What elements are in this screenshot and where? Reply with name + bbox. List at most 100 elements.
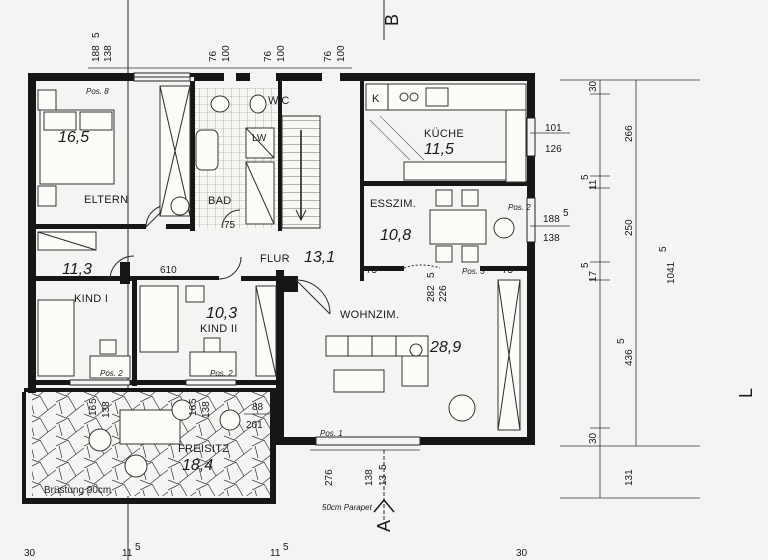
kind1-name: KIND I [74, 293, 108, 305]
pos-mark: Pos. 3 [462, 267, 485, 276]
dim-text: 188 [91, 45, 102, 62]
dim-text: 126 [545, 144, 562, 155]
dim-text: 138 [364, 469, 375, 486]
dim-text: 266 [624, 125, 635, 142]
dim-text: 5 [88, 398, 99, 404]
pos-mark: Pos. 2 [100, 369, 123, 378]
dim-text: 436 [624, 349, 635, 366]
dim-text: 5 [580, 262, 591, 268]
dim-text: 250 [624, 219, 635, 236]
section-markers: B A L [373, 14, 756, 532]
section-b-label: B [382, 14, 402, 26]
dim-text: 75 [502, 265, 514, 276]
dim-text: 138 [543, 233, 560, 244]
interior-dimensions: 101 126 188 5 138 282 5 226 610 75 75 75… [88, 123, 570, 431]
section-l-label: L [736, 388, 756, 398]
pos-mark: Pos. 8 [86, 87, 109, 96]
pos-mark: Pos. 2 [508, 203, 531, 212]
dim-text: 138 [101, 401, 112, 418]
dim-text: 100 [276, 45, 287, 62]
dim-text: 282 [426, 285, 437, 302]
total-dim: 1041 [666, 261, 677, 284]
dim-text: 11 [270, 548, 281, 559]
dim-text: 226 [438, 285, 449, 302]
dim-text: 11 [122, 548, 133, 559]
dim-text: 610 [160, 265, 177, 276]
terrace-furniture [88, 399, 241, 478]
eltern-name: ELTERN [84, 194, 128, 206]
dim-text: 17 [588, 270, 599, 282]
dim-text: 5 [91, 32, 102, 38]
esszim-name: ESSZIM. [370, 198, 416, 210]
top-dimensions: 188 5 138 76 100 76 100 76 100 [88, 32, 352, 69]
staircase [281, 115, 321, 229]
dim-text: 138 [103, 45, 114, 62]
dim-text: 276 [324, 469, 335, 486]
freisitz-area: 18,4 [182, 457, 213, 474]
interior-walls [36, 81, 527, 386]
dim-text: 75 [122, 272, 133, 284]
bad-name: BAD [208, 195, 232, 207]
dim-text: 5 [426, 272, 437, 278]
dim-text: 76 [323, 50, 334, 62]
eltern-furniture [37, 85, 191, 217]
dim-text: 5 [283, 542, 289, 553]
freisitz-name: FREISITZ [178, 443, 229, 455]
flur-name: FLUR [260, 253, 290, 265]
esszim-area: 10,8 [380, 227, 411, 244]
kind2-area: 10,3 [206, 305, 237, 322]
room-labels: 16,5 ELTERN BAD W.C LW K KÜCHE 11,5 ESSZ… [44, 93, 464, 512]
dim-text: 131 [624, 469, 635, 486]
pos-mark: Pos. 2 [210, 369, 233, 378]
dim-text: 30 [24, 548, 36, 559]
parapet-note: 50cm Parapet [322, 503, 373, 512]
wohnzim-area: 28,9 [429, 339, 461, 356]
wc-name: W.C [268, 95, 290, 107]
dim-text: 201 [246, 420, 263, 431]
kitchen-fixtures [365, 83, 527, 183]
dim-text: 13 [378, 474, 389, 486]
dim-text: 88 [252, 402, 264, 413]
right-dimensions: 30 266 11 5 250 17 5 436 5 30 131 1041 5 [560, 79, 700, 499]
dim-text: 16 [188, 404, 199, 416]
bath-fixtures [195, 94, 275, 225]
dim-text: 5 [378, 464, 389, 470]
dim-text: 100 [336, 45, 347, 62]
wohnzim-name: WOHNZIM. [340, 309, 399, 321]
bottom-dimensions: 276 138 13 5 30 11 5 11 5 30 [24, 449, 528, 559]
position-marks: Pos. 8 Pos. 2 Pos. 3 Pos. 1 Pos. 2 Pos. … [86, 87, 531, 438]
kind2-name: KIND II [200, 323, 238, 335]
dim-text: 76 [208, 50, 219, 62]
total-dim-sup: 5 [658, 246, 669, 252]
kueche-area: 11,5 [424, 141, 454, 158]
dim-text: 75 [366, 265, 378, 276]
lw-name: LW [252, 133, 267, 144]
dim-text: 188 [543, 214, 560, 225]
dim-text: 75 [224, 220, 236, 231]
windows [69, 72, 536, 446]
kueche-marker: K [372, 93, 380, 105]
dim-text: 76 [263, 50, 274, 62]
pos-mark: Pos. 1 [320, 429, 343, 438]
dim-text: 5 [563, 208, 569, 219]
dim-text: 30 [588, 80, 599, 92]
dim-text: 5 [188, 398, 199, 404]
kueche-name: KÜCHE [424, 128, 464, 140]
dim-text: 16 [88, 404, 99, 416]
section-a-label: A [374, 520, 394, 532]
dining-furniture [429, 189, 515, 263]
dim-text: 11 [588, 179, 599, 190]
dim-text: 5 [135, 542, 141, 553]
living-furniture [325, 279, 521, 431]
dim-text: 30 [588, 432, 599, 444]
dim-text: 5 [616, 338, 627, 344]
flur-area: 13,1 [304, 249, 335, 266]
kind1-area: 11,3 [62, 261, 92, 278]
eltern-area: 16,5 [58, 129, 89, 146]
dim-text: 100 [221, 45, 232, 62]
dim-text: 5 [580, 174, 591, 180]
bruestung-label: Brüstung 90cm [44, 485, 111, 496]
kind-furniture [37, 231, 277, 379]
dim-text: 30 [516, 548, 528, 559]
